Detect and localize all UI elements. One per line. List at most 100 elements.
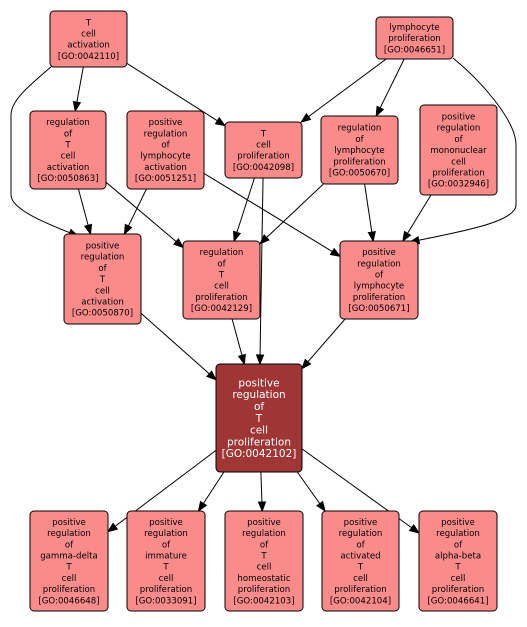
term-label-line: homeostatic — [237, 574, 290, 584]
edge-GO0042102-to-GO0042104-arrowhead — [316, 500, 326, 513]
term-label-line: T — [64, 140, 71, 150]
edge-GO0050670-to-GO0042129 — [259, 183, 324, 245]
term-label-line: proliferation — [334, 585, 386, 595]
term-node-go0050870[interactable]: positiveregulationofTcellactivation[GO:0… — [63, 233, 142, 325]
term-label-line: regulation — [242, 529, 286, 539]
term-id: [GO:0032946] — [428, 180, 489, 190]
term-label-line: T — [357, 563, 364, 573]
term-label-line: positive — [344, 518, 378, 528]
term-label-line: regulation — [437, 124, 481, 134]
term-node-go0050670[interactable]: regulationoflymphocyteproliferation[GO:0… — [320, 115, 399, 185]
term-label-line: regulation — [338, 124, 382, 134]
term-node-go0046641[interactable]: positiveregulationofalpha-betaTcellproli… — [418, 510, 498, 612]
term-label-line: cell — [62, 574, 77, 584]
term-node-go0032946[interactable]: positive regulationofmononuclearcellproli… — [419, 104, 498, 196]
term-node-go0051251[interactable]: positiveregulationoflymphocyteactivation… — [126, 110, 205, 190]
term-box — [126, 110, 205, 190]
term-label-line: regulation — [200, 248, 244, 258]
term-label-line: T — [255, 413, 263, 425]
term-label-line: positive — [442, 112, 476, 122]
term-id: [GO:0042098] — [233, 163, 294, 173]
term-label-line: proliferation — [353, 293, 405, 303]
term-node-go0033091[interactable]: positiveregulationofimmatureTcellprolife… — [126, 510, 206, 612]
term-id: [GO:0050863] — [37, 174, 98, 184]
edge-GO0050863-to-GO0042129-arrowhead — [173, 238, 185, 249]
edge-GO0042110-to-GO0042098-arrowhead — [214, 116, 227, 127]
term-label-line: of — [162, 540, 171, 550]
term-node-go0042103[interactable]: positiveregulationofTcellhomeostaticprol… — [224, 510, 304, 612]
term-id: [GO:0042110] — [58, 52, 119, 62]
term-box — [63, 233, 142, 325]
term-label-line: mononuclear — [430, 146, 487, 156]
term-label-line: positive — [86, 241, 120, 251]
edge-GO0042110-to-GO0042098 — [126, 62, 226, 127]
term-label-line: T — [99, 275, 106, 285]
term-label-line: positive — [149, 118, 183, 128]
term-label-line: proliferation — [333, 157, 385, 167]
edge-GO0042102-to-GO0046648 — [107, 449, 217, 533]
term-label-line: cell — [95, 286, 110, 296]
term-label-line: proliferation — [237, 152, 289, 162]
term-label-line: cell — [159, 574, 174, 584]
edges-layer — [10, 57, 517, 534]
term-label-line: of — [98, 264, 107, 274]
term-box — [224, 510, 304, 612]
term-label-line: activation — [67, 41, 110, 51]
edge-GO0050870-to-GO0042102-arrowhead — [206, 370, 218, 381]
term-label-line: regulation — [357, 259, 401, 269]
edge-GO0050671-to-GO0042102 — [301, 318, 346, 369]
edge-GO0050671-to-GO0042102-arrowhead — [301, 358, 312, 370]
term-id: [GO:0050870] — [72, 309, 133, 319]
term-label-line: of — [64, 129, 73, 139]
term-label-line: proliferation — [227, 436, 291, 448]
term-label-line: proliferation — [195, 293, 247, 303]
term-label-line: cell — [61, 152, 76, 162]
term-label-line: positive — [247, 518, 281, 528]
term-label-line: positive — [362, 248, 396, 258]
term-node-go0042104[interactable]: positiveregulationofactivatedTcellprolif… — [321, 510, 400, 612]
term-box — [224, 121, 303, 179]
term-label-line: lymphocyte — [334, 146, 384, 156]
term-node-go0046648[interactable]: positiveregulationofgamma-deltaTcellprol… — [29, 510, 109, 612]
term-id: [GO:0042102] — [222, 448, 297, 460]
term-label-line: cell — [451, 157, 466, 167]
edge-GO0042098-to-GO0042102-arrowhead — [255, 354, 265, 366]
term-label-line: T — [260, 129, 267, 139]
term-label-line: proliferation — [43, 585, 95, 595]
term-node-go0042129[interactable]: regulationofTcellproliferation[GO:004212… — [182, 240, 261, 320]
term-label-line: lymphocyte — [389, 23, 439, 33]
edge-GO0051251-to-GO0050870-arrowhead — [123, 223, 133, 236]
term-label-line: cell — [214, 282, 229, 292]
edge-GO0046651-to-GO0050671 — [409, 57, 517, 243]
term-label-line: cell — [250, 425, 268, 437]
edge-GO0032946-to-GO0050671-arrowhead — [402, 230, 412, 243]
term-label-line: of — [454, 135, 463, 145]
term-id: [GO:0051251] — [135, 174, 196, 184]
edge-GO0046651-to-GO0050670-arrowhead — [375, 105, 385, 118]
term-label-line: proliferation — [432, 168, 484, 178]
term-label-line: activation — [144, 163, 187, 173]
term-label-line: cell — [257, 563, 272, 573]
term-label-line: lymphocyte — [140, 152, 190, 162]
edge-GO0050670-to-GO0042129-arrowhead — [258, 234, 270, 245]
term-id: [GO:0033091] — [135, 596, 196, 606]
term-label-line: cell — [451, 574, 466, 584]
term-label-line: of — [375, 270, 384, 280]
term-label-line: proliferation — [432, 585, 484, 595]
term-id: [GO:0046641] — [427, 596, 488, 606]
term-label-line: activation — [47, 163, 90, 173]
term-label-line: of — [254, 401, 264, 413]
term-box — [29, 110, 107, 190]
term-label-line: proliferation — [140, 585, 192, 595]
term-label-line: proliferation — [238, 585, 290, 595]
term-id: [GO:0042104] — [330, 596, 391, 606]
term-node-go0050671[interactable]: positiveregulationoflymphocyteproliferat… — [339, 240, 419, 320]
term-box — [339, 240, 419, 320]
term-box — [320, 115, 399, 185]
focus-term-node-go0042102[interactable]: positiveregulationofTcellproliferation[G… — [215, 363, 303, 473]
